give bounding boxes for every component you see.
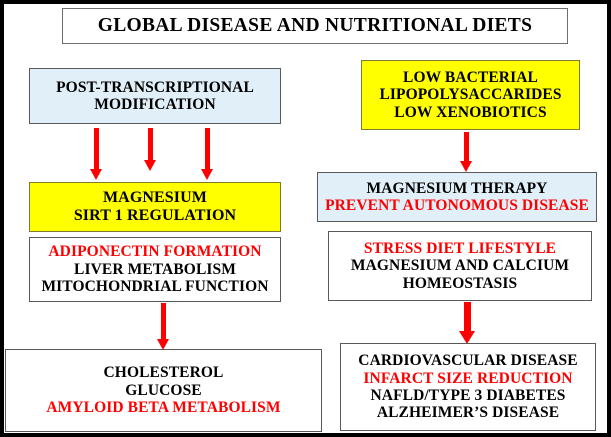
- box-line: NAFLD/TYPE 3 DIABETES: [370, 387, 566, 404]
- arrow-post-to-magnesium-right: [201, 128, 213, 180]
- box-line: LOW BACTERIAL: [403, 68, 538, 86]
- box-magnesium-sirt1-regulation: MAGNESIUM SIRT 1 REGULATION: [29, 182, 281, 232]
- box-low-bacterial-lipopolysaccarides: LOW BACTERIAL LIPOPOLYSACCARIDES LOW XEN…: [361, 60, 580, 130]
- box-line: MAGNESIUM THERAPY: [366, 179, 548, 197]
- box-line: GLUCOSE: [125, 381, 202, 399]
- box-line: PREVENT AUTONOMOUS DISEASE: [325, 197, 589, 214]
- box-line: CHOLESTEROL: [103, 364, 224, 382]
- box-post-transcriptional-modification: POST-TRANSCRIPTIONAL MODIFICATION: [29, 68, 281, 124]
- box-line: LIPOPOLYSACCARIDES: [379, 86, 562, 104]
- page-title-text: GLOBAL DISEASE AND NUTRITIONAL DIETS: [97, 15, 533, 36]
- arrow-lps-to-magnesium-therapy: [460, 132, 472, 172]
- box-cholesterol-glucose-amyloid: CHOLESTEROL GLUCOSE AMYLOID BETA METABOL…: [5, 349, 322, 432]
- arrow-stress-to-cardiovascular: [459, 302, 475, 344]
- box-line: MAGNESIUM AND CALCIUM: [350, 257, 570, 275]
- box-line: POST-TRANSCRIPTIONAL: [56, 78, 254, 96]
- box-line: INFARCT SIZE REDUCTION: [363, 369, 573, 387]
- box-line: LOW XENOBIOTICS: [394, 103, 547, 121]
- box-line: MAGNESIUM: [102, 189, 207, 207]
- box-magnesium-therapy: MAGNESIUM THERAPY PREVENT AUTONOMOUS DIS…: [317, 172, 597, 222]
- box-line: ALZHEIMER’S DISEASE: [376, 404, 560, 422]
- arrow-post-to-magnesium-left: [90, 128, 102, 180]
- box-adiponectin-formation: ADIPONECTIN FORMATION LIVER METABOLISM M…: [29, 237, 281, 302]
- box-line: MODIFICATION: [94, 96, 216, 113]
- box-line: STRESS DIET LIFESTYLE: [363, 239, 557, 257]
- box-line: MITOCHONDRIAL FUNCTION: [41, 278, 269, 296]
- box-stress-diet-lifestyle: STRESS DIET LIFESTYLE MAGNESIUM AND CALC…: [328, 231, 592, 301]
- box-line: AMYLOID BETA METABOLISM: [46, 399, 281, 417]
- arrow-post-to-magnesium-center: [144, 128, 156, 171]
- box-line: HOMEOSTASIS: [402, 274, 518, 292]
- box-line: ADIPONECTIN FORMATION: [48, 243, 262, 261]
- page-title: GLOBAL DISEASE AND NUTRITIONAL DIETS: [62, 8, 568, 44]
- box-cardiovascular-disease: CARDIOVASCULAR DISEASE INFARCT SIZE REDU…: [340, 343, 596, 431]
- arrow-adiponectin-to-cholesterol: [157, 303, 169, 350]
- box-line: LIVER METABOLISM: [74, 260, 236, 278]
- box-line: CARDIOVASCULAR DISEASE: [358, 352, 578, 370]
- box-line: SIRT 1 REGULATION: [73, 207, 237, 224]
